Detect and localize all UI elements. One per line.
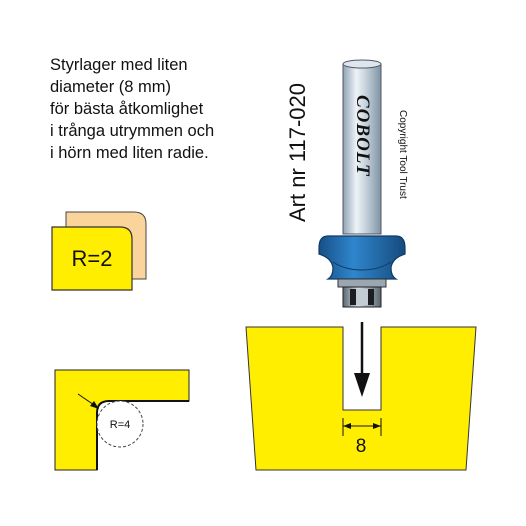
copyright-text: Copyright Tool Trust	[397, 110, 408, 199]
corner-pointer-arrowhead	[90, 401, 99, 409]
bit-cutter-profile	[332, 261, 392, 271]
bit-cutter-head	[318, 235, 406, 280]
corner-radius-label: R=4	[110, 419, 131, 431]
width-arrowhead-left	[343, 423, 351, 429]
description-line: i hörn med liten radie.	[50, 144, 209, 162]
bit-shank-top	[342, 59, 382, 69]
description-line: för bästa åtkomlighet	[50, 100, 204, 118]
radius-card-front	[51, 226, 133, 291]
article-number: Art nr 117-020	[285, 83, 310, 222]
radius-card: R=2	[51, 211, 147, 291]
description-line: diameter (8 mm)	[50, 78, 172, 96]
corner-edge-line	[96, 400, 189, 470]
router-bit: COBOLT	[318, 59, 406, 308]
corner-detail: R=4	[54, 369, 190, 471]
workpiece-groove: 8	[245, 322, 477, 471]
direction-arrowhead	[354, 373, 370, 397]
groove-width-label: 8	[356, 436, 367, 457]
bit-collar	[337, 278, 387, 288]
bit-bearing-hub	[356, 289, 368, 305]
workpiece-block	[245, 326, 477, 471]
description-line: Styrlager med liten	[50, 56, 188, 74]
width-arrowhead-right	[373, 423, 381, 429]
description-line: i trånga utrymmen och	[50, 122, 215, 140]
bit-shank	[342, 63, 382, 235]
bearing-outline-circle	[96, 400, 144, 448]
description-text: Styrlager med liten diameter (8 mm) för …	[50, 54, 280, 164]
bit-brand-logo: COBOLT	[352, 95, 373, 177]
radius-card-label: R=2	[72, 246, 113, 271]
